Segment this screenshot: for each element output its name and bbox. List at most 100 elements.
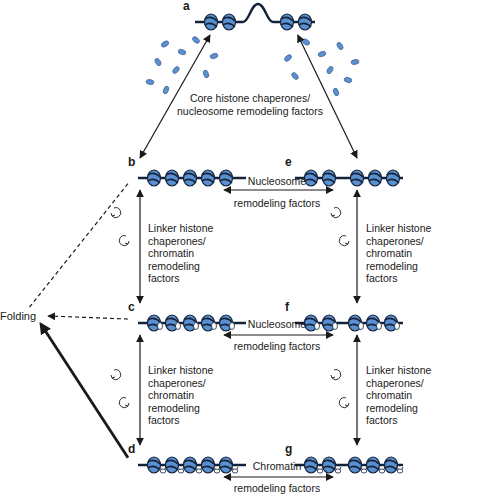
- nucleosome: [323, 315, 338, 331]
- panel-letter: g: [285, 442, 292, 456]
- nucleosome: [281, 14, 294, 30]
- histone-core: [205, 14, 218, 30]
- histone-core: [184, 457, 197, 473]
- histone-core: [369, 170, 382, 186]
- histone-core: [166, 170, 179, 186]
- dna-wrap: [220, 460, 232, 470]
- histone-dot: [191, 36, 200, 45]
- transition-arrow: [224, 476, 333, 477]
- nucleosome: [184, 170, 197, 186]
- nucleosome: [166, 315, 181, 331]
- factor-label: Linker histone chaperones/ chromatin rem…: [366, 222, 446, 285]
- exchange-symbol: [339, 236, 349, 246]
- nucleosome: [385, 457, 404, 473]
- nucleosome: [323, 457, 342, 473]
- linker-histone: [160, 469, 166, 473]
- histone-dot: [336, 41, 344, 50]
- linker-histone: [232, 469, 238, 473]
- transition-arrow: [139, 190, 140, 303]
- histone-core: [166, 457, 179, 473]
- exchange-symbol: [331, 370, 341, 380]
- nucleosome: [305, 315, 320, 331]
- exchange-symbol: [339, 398, 349, 408]
- linker-histone: [178, 469, 184, 473]
- linker-histone: [158, 323, 163, 330]
- dna-wrap: [281, 17, 293, 27]
- dna-wrap: [205, 17, 217, 27]
- linker-histone: [361, 469, 367, 473]
- histone-core: [349, 457, 362, 473]
- chromatin-state: a: [183, 2, 318, 35]
- histone-core: [323, 170, 336, 186]
- dna-wrap: [184, 173, 196, 183]
- histone-core: [299, 14, 312, 30]
- chromatin-fiber: [285, 445, 405, 477]
- factor-label: Chromatin remodeling factors: [229, 455, 325, 499]
- linker-histone: [379, 469, 385, 473]
- dashed-arrow: [48, 316, 128, 319]
- histone-dot: [160, 40, 169, 48]
- linker-histone: [315, 323, 320, 330]
- linker-histone: [397, 469, 403, 473]
- dna-wrap: [202, 173, 214, 183]
- histone-core: [220, 457, 233, 473]
- histone-dot: [146, 79, 155, 85]
- dna-wrap: [369, 173, 381, 183]
- nucleosome: [323, 170, 336, 186]
- nucleosome: [166, 170, 179, 186]
- dna-wrap: [148, 173, 160, 183]
- dna-wrap: [202, 460, 214, 470]
- outcome-label: Folding: [0, 308, 36, 324]
- histone-dot: [301, 38, 310, 46]
- nucleosome: [205, 14, 218, 30]
- nucleosome: [367, 315, 382, 331]
- dna-wrap: [385, 460, 397, 470]
- histone-dot: [343, 77, 352, 84]
- nucleosome: [148, 170, 161, 186]
- exchange-symbols: [111, 208, 349, 408]
- nucleosome: [220, 315, 235, 331]
- nucleosome: [299, 14, 312, 30]
- dna-wrap: [166, 173, 178, 183]
- histone-dot: [332, 87, 339, 96]
- exchange-symbol: [111, 208, 121, 218]
- linker-histone: [230, 323, 235, 330]
- histone-core: [323, 457, 336, 473]
- nucleosome: [148, 315, 163, 331]
- factor-label: Linker histone chaperones/ chromatin rem…: [148, 222, 228, 285]
- nucleosome: [202, 315, 217, 331]
- histone-core: [305, 457, 318, 473]
- panel-letter: b: [128, 155, 135, 169]
- nucleosome: [202, 457, 221, 473]
- linker-histone: [214, 469, 220, 473]
- folding-outcome: Folding: [0, 308, 48, 324]
- dna-wrap: [349, 460, 361, 470]
- histone-core: [220, 170, 233, 186]
- histone-dot: [177, 48, 186, 55]
- nucleosome: [349, 315, 364, 331]
- chromatin-state: d: [128, 445, 248, 477]
- dna-wrap: [184, 460, 196, 470]
- dna-wrap: [305, 460, 317, 470]
- transition-arrow: [139, 335, 140, 445]
- chromatin-state: g: [285, 445, 405, 477]
- chromatin-fiber: [128, 303, 248, 335]
- linker-histone: [335, 469, 341, 473]
- dna-wrap: [351, 173, 363, 183]
- nucleosome: [387, 170, 400, 186]
- transition-arrow: [224, 189, 333, 190]
- panel-letter: c: [128, 300, 135, 314]
- transition-arrow: [41, 324, 128, 458]
- nucleosome: [305, 170, 318, 186]
- transition-arrow: [224, 334, 333, 335]
- dna-wrap: [387, 173, 399, 183]
- nucleosome: [202, 170, 215, 186]
- panel-letter: f: [285, 300, 289, 314]
- dna-wrap: [305, 173, 317, 183]
- panel-letter: e: [285, 155, 292, 169]
- dashed-arrow: [29, 184, 128, 308]
- exchange-symbol: [111, 370, 121, 380]
- dna-wrap: [223, 17, 235, 27]
- linker-histone: [194, 323, 199, 330]
